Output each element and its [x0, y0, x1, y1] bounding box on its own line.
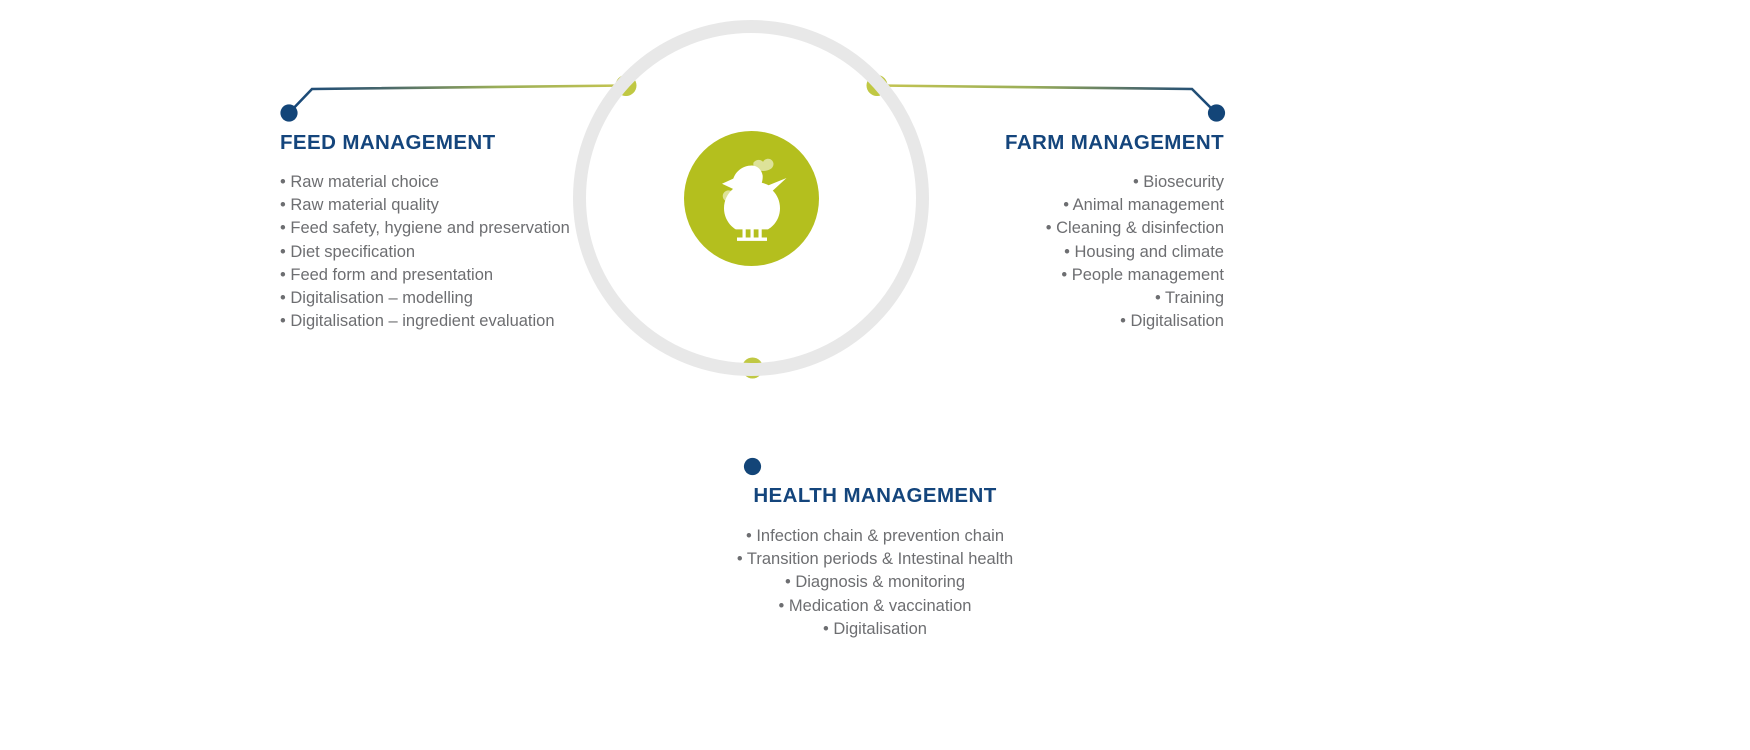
- list-item: • Feed safety, hygiene and preservation: [280, 219, 570, 238]
- chicken-icon: [721, 158, 786, 241]
- connector-feed: [288, 84, 627, 114]
- section-health: HEALTH MANAGEMENT • Infection chain & pr…: [0, 484, 1750, 641]
- section-farm-list: • Biosecurity • Animal management • Clea…: [1005, 171, 1224, 333]
- list-item: • Infection chain & prevention chain: [745, 527, 1005, 545]
- list-item: • Digitalisation – modelling: [280, 289, 473, 308]
- list-item: • Medication & vaccination: [778, 596, 972, 615]
- node-navy-farm: [1207, 104, 1226, 122]
- list-item: • Digitalisation – ingredient evaluation: [280, 312, 555, 331]
- center-badge: [684, 131, 819, 266]
- list-item: • Housing and climate: [1064, 242, 1224, 261]
- list-item: • Diagnosis & monitoring: [784, 573, 966, 592]
- list-item: • Cleaning & disinfection: [1045, 219, 1224, 238]
- list-item: • Raw material quality: [280, 196, 439, 215]
- section-feed: FEED MANAGEMENT • Raw material choice • …: [280, 131, 570, 333]
- section-feed-list: • Raw material choice • Raw material qua…: [280, 171, 570, 333]
- node-navy-health: [743, 457, 762, 476]
- list-item: • Diet specification: [280, 242, 416, 261]
- list-item: • Feed form and presentation: [280, 265, 494, 284]
- list-item: • Digitalisation: [823, 619, 927, 638]
- list-item: • Animal management: [1063, 196, 1224, 215]
- list-item: • Raw material choice: [280, 173, 439, 191]
- list-item: • Digitalisation: [1120, 312, 1224, 331]
- connector-farm: [876, 84, 1217, 114]
- node-navy-feed: [280, 104, 298, 122]
- section-feed-title: FEED MANAGEMENT: [280, 131, 496, 154]
- section-farm-title: FARM MANAGEMENT: [1005, 131, 1224, 154]
- list-item: • Training: [1154, 289, 1224, 308]
- list-item: • Biosecurity: [1132, 173, 1224, 191]
- list-item: • People management: [1061, 265, 1224, 284]
- section-health-list: • Infection chain & prevention chain • T…: [0, 525, 1750, 641]
- list-item: • Transition periods & Intestinal health: [736, 550, 1014, 569]
- section-health-title: HEALTH MANAGEMENT: [753, 484, 997, 507]
- section-farm: FARM MANAGEMENT • Biosecurity • Animal m…: [1005, 131, 1224, 333]
